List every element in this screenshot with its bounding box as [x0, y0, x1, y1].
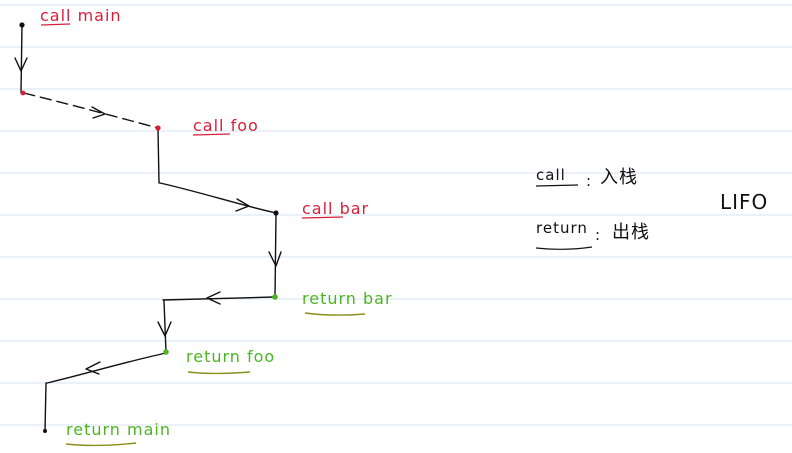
main-corner-dot: [20, 90, 26, 96]
return-labels: return bar return foo return main: [66, 289, 393, 439]
arrow-down-icon: [268, 251, 282, 267]
path-return-foo: [46, 352, 167, 384]
return-foo-dot: [163, 349, 169, 355]
label-return-foo: return foo: [186, 347, 275, 366]
arrow-right-icon: [91, 106, 106, 119]
return-bar-dot: [272, 294, 278, 300]
path-main-end: [44, 382, 47, 432]
arrow-left-icon: [206, 291, 221, 305]
underline-call-main: [40, 23, 71, 26]
call-foo-dot: [155, 125, 161, 131]
path-return-bar: [162, 296, 275, 301]
path-main-to-foo: [23, 92, 159, 129]
legend-underlines: [535, 184, 593, 250]
arrow-left-icon: [85, 361, 101, 375]
legend-call-word: call: [536, 166, 566, 184]
underline-call-bar: [301, 216, 344, 219]
label-call-foo: call foo: [193, 116, 259, 135]
label-call-main: call main: [40, 6, 122, 25]
label-return-bar: return bar: [302, 289, 393, 308]
label-call-bar: call bar: [302, 199, 369, 218]
return-main-dot: [43, 429, 47, 433]
path-foo-to-bar: [159, 182, 277, 214]
ruled-lines: [0, 4, 792, 426]
legend-return-word: return: [536, 219, 588, 237]
underline-call-foo: [192, 133, 231, 136]
call-bar-dot: [273, 210, 279, 216]
legend-return-sep: :: [595, 226, 601, 244]
legend-return-meaning: 出栈: [612, 222, 650, 243]
underline-return-foo: [187, 371, 251, 375]
arrow-right-icon: [235, 198, 250, 212]
arrow-heads: [14, 57, 282, 375]
underline-return-main: [65, 442, 137, 447]
underline-legend-call: [535, 184, 579, 187]
path-foo-down: [157, 128, 160, 184]
call-underlines: [40, 23, 344, 219]
call-labels: call main call foo call bar: [40, 6, 369, 218]
path-bar-down: [274, 213, 277, 298]
legend: call : 入栈 return : 出栈: [536, 166, 650, 244]
path-main-down: [20, 24, 23, 94]
return-underlines: [65, 312, 366, 447]
underline-legend-return: [535, 246, 593, 250]
label-return-main: return main: [66, 420, 171, 439]
underline-return-bar: [304, 312, 366, 316]
node-dots: [19, 22, 279, 433]
arrow-down-icon: [14, 57, 28, 72]
legend-call-meaning: 入栈: [600, 167, 638, 188]
lifo-label: LIFO: [720, 190, 768, 214]
arrow-down-icon: [157, 321, 172, 337]
legend-call-sep: :: [586, 172, 592, 190]
call-main-dot: [19, 22, 25, 28]
execution-path: [20, 24, 277, 432]
path-return-down: [163, 300, 167, 353]
